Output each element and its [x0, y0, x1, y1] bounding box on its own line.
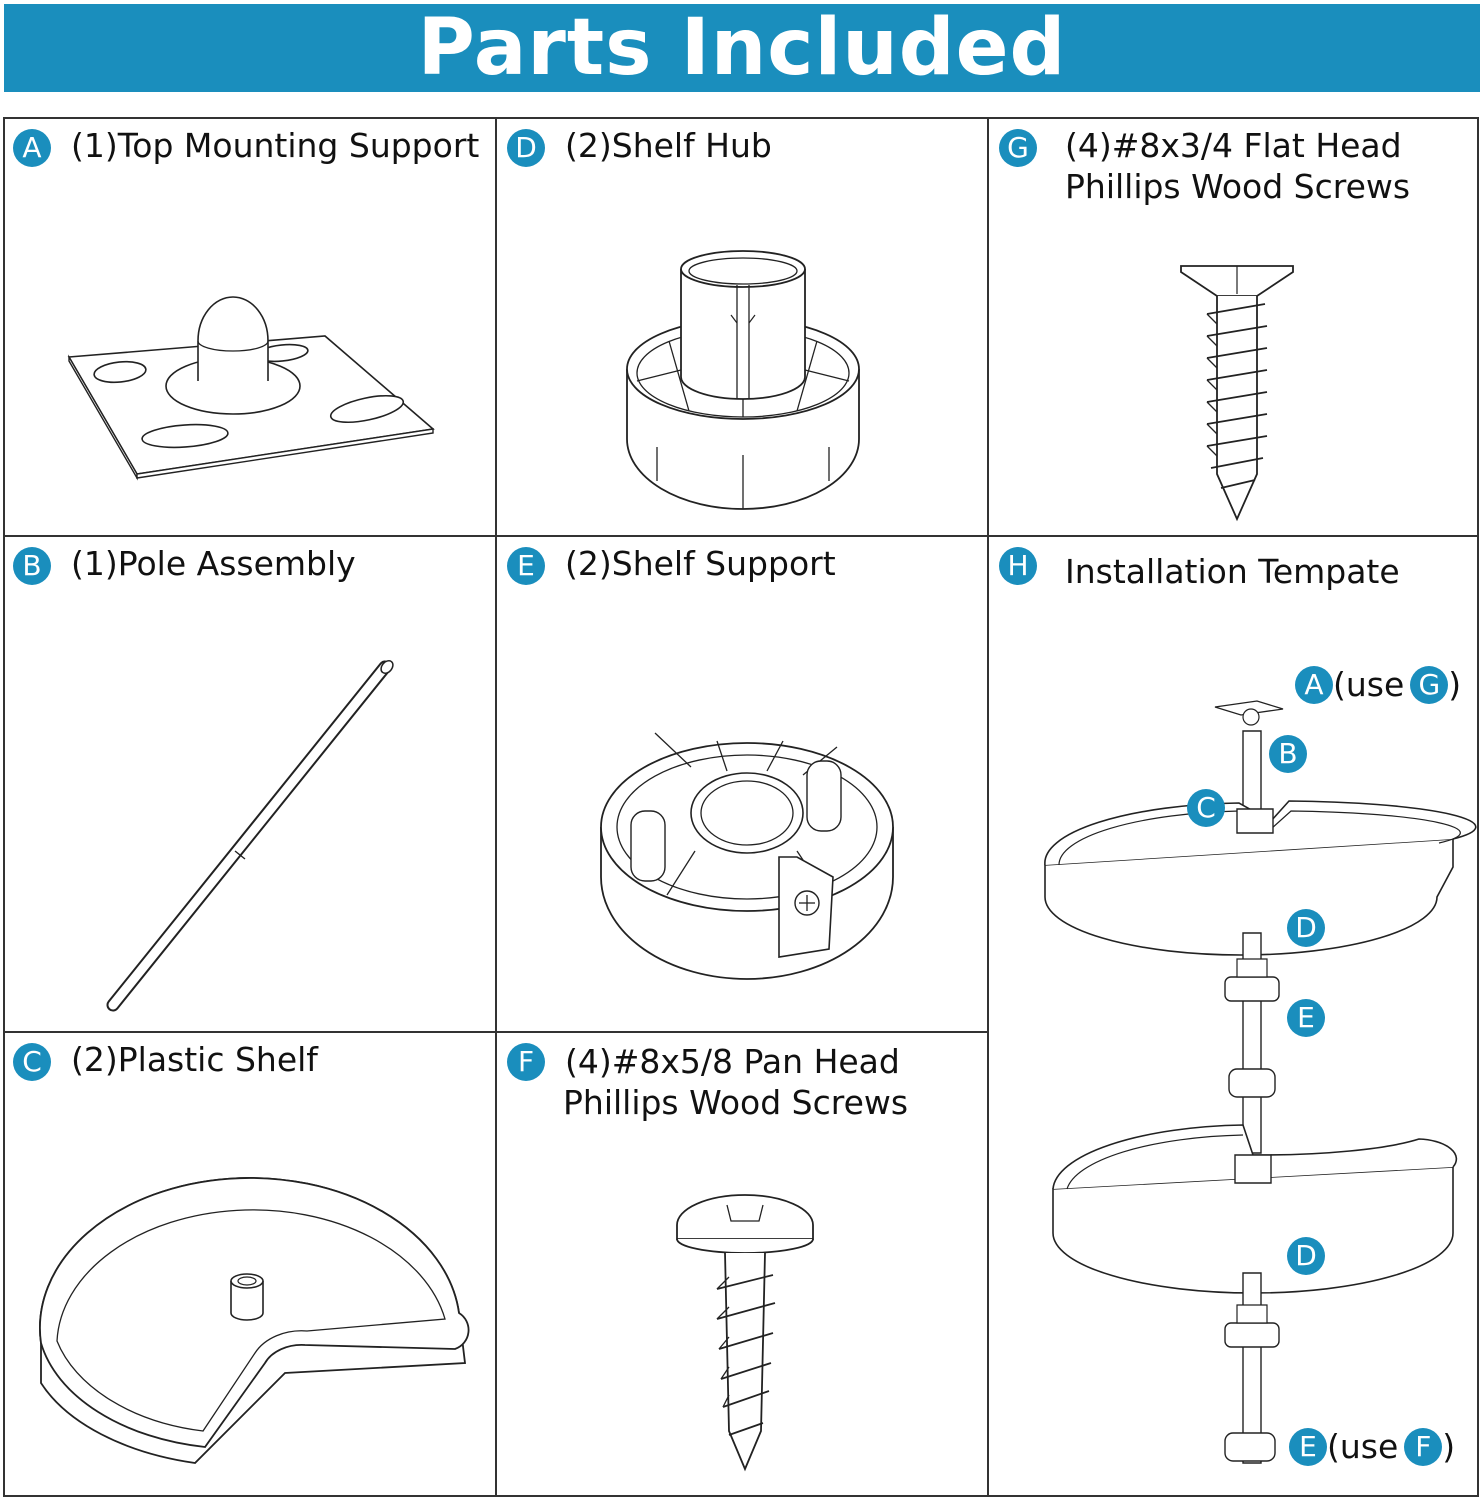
part-label: (1)Pole Assembly	[71, 544, 356, 583]
part-cell-d: D (2)Shelf Hub	[495, 117, 989, 537]
installation-diagram-icon	[1039, 677, 1469, 1467]
pole-icon	[101, 637, 401, 1017]
title-banner: Parts Included	[4, 4, 1480, 92]
parts-grid: A (1)Top Mounting Support D (2)Shelf Hub	[3, 117, 1479, 1497]
callout-b-badge: B	[1269, 735, 1307, 773]
callout-d1-badge: D	[1287, 909, 1325, 947]
page-title: Parts Included	[417, 3, 1067, 93]
kidney-shelf-icon	[35, 1173, 475, 1473]
callout-prefix: (use	[1333, 665, 1405, 704]
part-label: (2)Shelf Hub	[565, 126, 772, 165]
callout-prefix: (use	[1327, 1427, 1399, 1466]
callout-d2-badge: D	[1287, 1237, 1325, 1275]
part-cell-g: G (4)#8x3/4 Flat Head Phillips Wood Scre…	[987, 117, 1479, 537]
part-letter-badge: D	[507, 129, 545, 167]
part-letter-badge: C	[13, 1043, 51, 1081]
part-cell-e: E (2)Shelf Support	[495, 535, 989, 1033]
flat-head-screw-icon	[1177, 264, 1297, 524]
part-cell-f: F (4)#8x5/8 Pan Head Phillips Wood Screw…	[495, 1031, 989, 1497]
part-label: (2)Plastic Shelf	[71, 1040, 318, 1079]
callout-uses-badge: F	[1404, 1427, 1443, 1466]
callout-part-badge: E	[1289, 1427, 1327, 1466]
callout-bottom-support: E (use F )	[1289, 1427, 1455, 1466]
part-letter-badge: B	[13, 547, 51, 585]
part-label: (4)#8x3/4 Flat Head	[1065, 126, 1402, 165]
shelf-support-icon	[597, 727, 897, 1007]
part-cell-a: A (1)Top Mounting Support	[3, 117, 497, 537]
callout-suffix: )	[1442, 1427, 1456, 1466]
callout-suffix: )	[1448, 665, 1462, 704]
part-cell-b: B (1)Pole Assembly	[3, 535, 497, 1033]
pan-head-screw-icon	[673, 1191, 817, 1473]
part-label: (4)#8x5/8 Pan Head	[565, 1042, 900, 1081]
part-letter-badge: H	[999, 547, 1037, 585]
part-letter-badge: E	[507, 547, 545, 585]
callout-e1-badge: E	[1287, 999, 1325, 1037]
part-label: Installation Tempate	[1065, 552, 1400, 591]
part-cell-h: H Installation Tempate	[987, 535, 1479, 1497]
part-letter-badge: G	[999, 129, 1037, 167]
callout-part-badge: A	[1295, 665, 1333, 704]
mounting-plate-icon	[65, 289, 445, 479]
part-label: (2)Shelf Support	[565, 544, 836, 583]
callout-top-mount: A (use G )	[1295, 665, 1461, 704]
shelf-hub-icon	[623, 249, 863, 519]
part-label-line2: Phillips Wood Screws	[1065, 167, 1411, 206]
part-letter-badge: F	[507, 1043, 545, 1081]
callout-uses-badge: G	[1410, 665, 1449, 704]
part-letter-badge: A	[13, 129, 51, 167]
part-label-line2: Phillips Wood Screws	[563, 1083, 909, 1122]
part-cell-c: C (2)Plastic Shelf	[3, 1031, 497, 1497]
callout-c-badge: C	[1187, 789, 1225, 827]
part-label: (1)Top Mounting Support	[71, 126, 480, 165]
